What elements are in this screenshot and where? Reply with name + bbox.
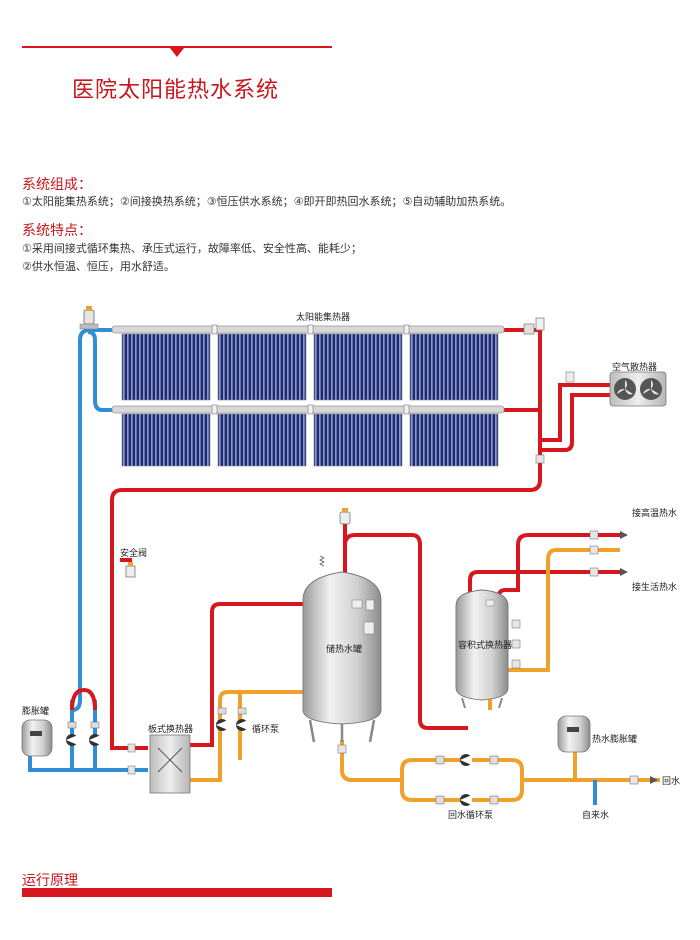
cold-pipes: [28, 328, 148, 772]
safety-valve-icon: [125, 562, 136, 578]
volumetric-exchanger: [455, 589, 509, 709]
label-return-pump: 回水循环泵: [448, 811, 494, 821]
storage-tank: [302, 571, 382, 743]
label-tap-water: 自来水: [582, 811, 610, 821]
inline-valves: [127, 454, 639, 785]
solar-collector-array: [111, 324, 505, 467]
return-pump-pair: [435, 754, 499, 806]
warm-pipes: [190, 548, 660, 802]
collector-outlet-valve-icon: [523, 317, 545, 335]
collector-row-lower: [121, 413, 499, 467]
label-safety-valve: 安全阀: [120, 549, 148, 559]
left-pump-loop: [70, 687, 97, 711]
circulation-pump-pair: [216, 707, 248, 731]
hot-water-expansion-tank: [557, 715, 591, 753]
label-domestic-water: 接生活热水: [632, 583, 678, 593]
composition-line: ①太阳能集热系统；②间接换热系统；③恒压供水系统；④即开即热回水系统；⑤自动辅助…: [22, 195, 512, 208]
label-circulation-pump: 循环泵: [252, 725, 280, 735]
top-rule: [22, 46, 332, 48]
page-title: 医院太阳能热水系统: [72, 78, 280, 103]
air-cooler-unit: [609, 371, 667, 407]
left-pump-pair: [66, 721, 101, 746]
outlet-arrows: [620, 531, 658, 784]
label-high-temp-water: 接高温热水: [632, 509, 678, 519]
composition-heading: 系统组成：: [22, 177, 92, 193]
expansion-tank: [21, 719, 53, 757]
label-storage-tank: 储热水罐: [326, 645, 363, 655]
label-return-water: 回水: [662, 777, 681, 787]
label-hot-expansion-tank: 热水膨胀罐: [592, 735, 638, 745]
features-line-1: ①采用间接式循环集热、承压式运行，故障率低、安全性高、能耗少；: [22, 242, 362, 255]
features-line-2: ②供水恒温、恒压，用水舒适。: [22, 260, 175, 273]
air-vent-icon: [79, 306, 99, 330]
label-plate-exchanger: 板式换热器: [148, 725, 194, 735]
air-cooler-valve-icon: [565, 371, 575, 383]
collector-row-upper: [121, 333, 499, 401]
label-air-cooler: 空气散热器: [612, 363, 658, 373]
storage-tank-spring-icon: [319, 555, 325, 567]
top-marker-icon: [170, 48, 184, 57]
footer-title: 运行原理: [22, 873, 78, 889]
label-volumetric-exchanger: 容积式换热器: [458, 641, 513, 651]
plate-exchanger: [149, 734, 191, 794]
label-collector: 太阳能集热器: [296, 313, 351, 323]
features-heading: 系统特点：: [22, 223, 92, 239]
label-expansion-tank: 膨胀罐: [22, 707, 50, 717]
footer-bar: [22, 888, 332, 897]
storage-tank-vent-icon: [339, 508, 351, 525]
